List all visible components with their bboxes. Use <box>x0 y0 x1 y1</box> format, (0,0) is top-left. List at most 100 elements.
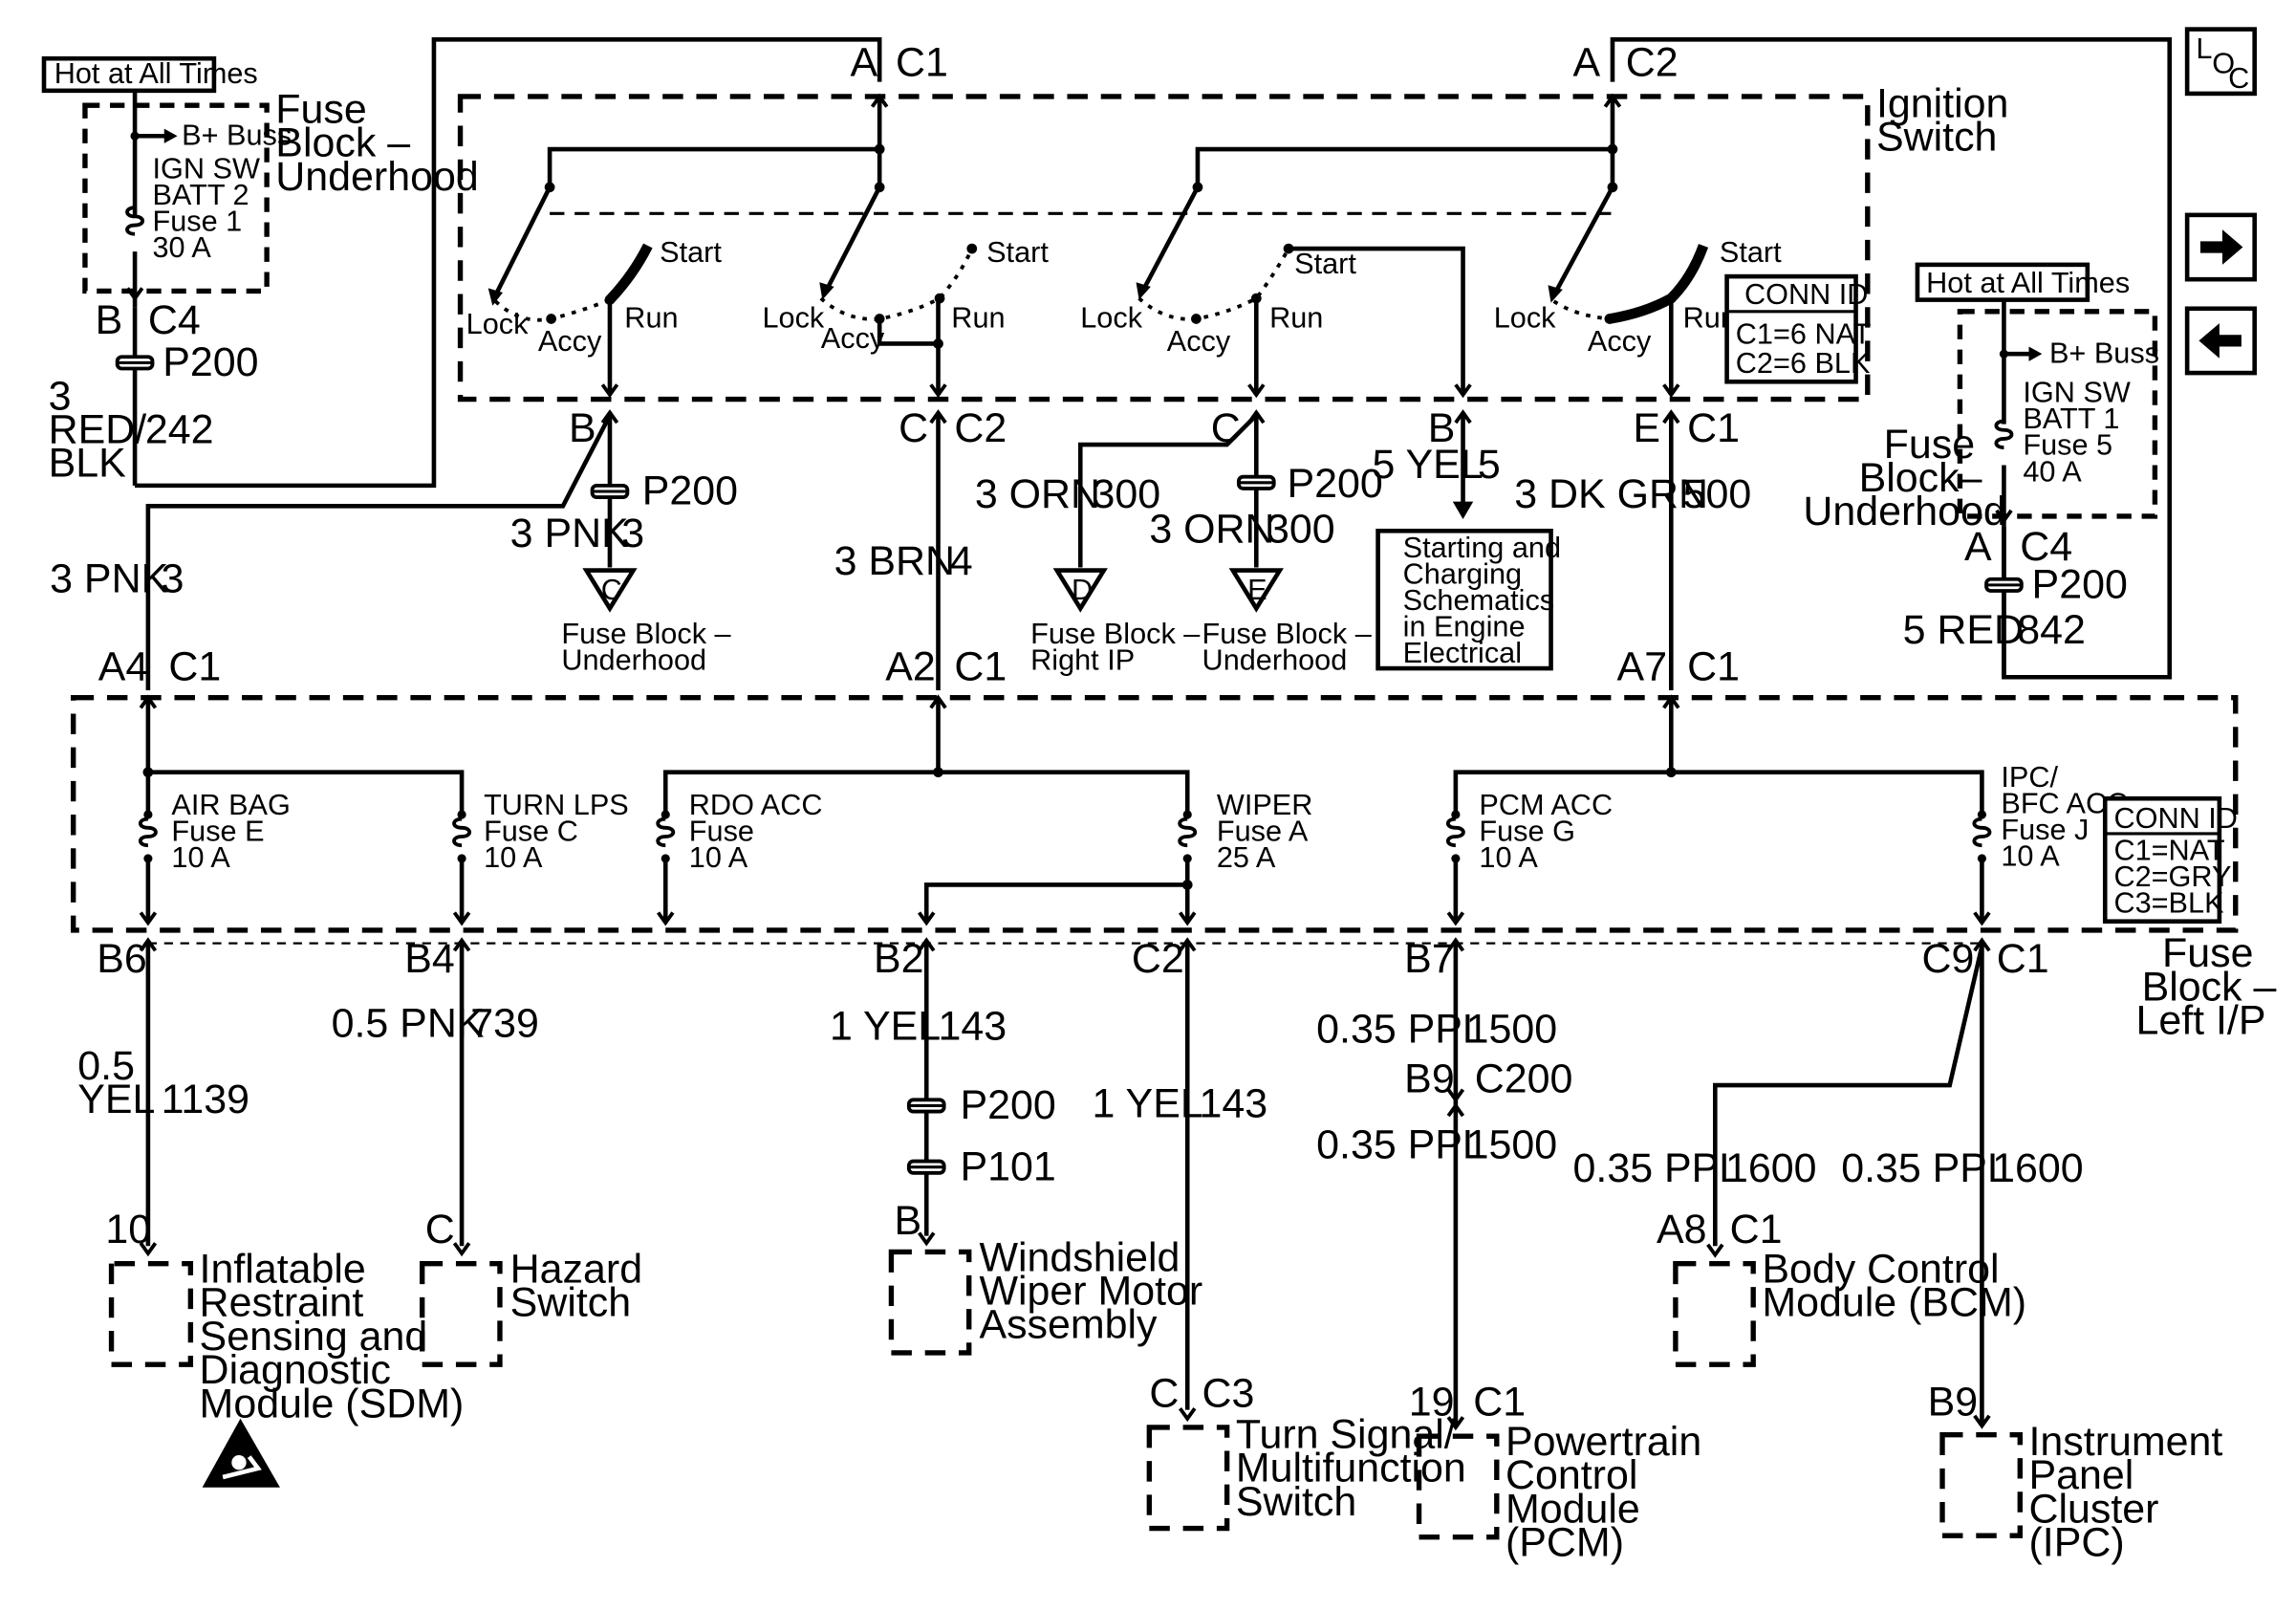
svg-text:CONN ID: CONN ID <box>2113 802 2237 835</box>
svg-text:Fuse Block –: Fuse Block – <box>561 618 731 650</box>
svg-text:B9: B9 <box>1404 1056 1455 1102</box>
svg-text:C2=GRY: C2=GRY <box>2113 860 2231 893</box>
svg-text:1 YEL: 1 YEL <box>1093 1081 1203 1127</box>
svg-text:Fuse J: Fuse J <box>2001 814 2089 846</box>
ignition-switch-box <box>457 94 1871 403</box>
svg-text:3 ORN: 3 ORN <box>1149 507 1274 553</box>
svg-text:1 YEL: 1 YEL <box>830 1004 941 1050</box>
svg-text:C1=NAT: C1=NAT <box>2113 834 2224 866</box>
svg-text:0.35 PPL: 0.35 PPL <box>1573 1145 1743 1191</box>
svg-text:A: A <box>850 40 877 86</box>
previous-page-button[interactable] <box>2184 306 2257 376</box>
svg-text:0.35 PPL: 0.35 PPL <box>1316 1122 1485 1168</box>
fuse-pcm-acc: PCM ACC Fuse G 10 A <box>1445 789 1613 925</box>
svg-text:Switch: Switch <box>1876 115 1997 161</box>
svg-text:1600: 1600 <box>1725 1145 1817 1191</box>
svg-text:Wiper Motor: Wiper Motor <box>979 1269 1202 1315</box>
svg-text:0.35 PPL: 0.35 PPL <box>1316 1007 1485 1053</box>
svg-text:Restraint: Restraint <box>200 1280 364 1326</box>
svg-text:P101: P101 <box>961 1144 1056 1190</box>
svg-text:B2: B2 <box>874 936 924 982</box>
svg-text:L: L <box>2196 33 2212 65</box>
svg-text:Powertrain: Powertrain <box>1505 1419 1701 1465</box>
svg-text:(IPC): (IPC) <box>2029 1520 2125 1566</box>
svg-text:Fuse G: Fuse G <box>1479 816 1575 848</box>
svg-text:C1: C1 <box>1687 643 1740 689</box>
svg-text:1500: 1500 <box>1466 1122 1558 1168</box>
svg-text:3: 3 <box>621 511 644 556</box>
svg-text:300: 300 <box>1267 507 1335 553</box>
svg-text:Module: Module <box>1505 1486 1640 1532</box>
svg-text:RDO ACC: RDO ACC <box>689 789 823 821</box>
svg-text:5: 5 <box>1478 442 1501 488</box>
svg-text:10 A: 10 A <box>171 841 230 874</box>
svg-text:Fuse C: Fuse C <box>484 816 578 848</box>
svg-text:C200: C200 <box>1475 1056 1573 1102</box>
svg-text:C2: C2 <box>1626 40 1679 86</box>
svg-text:Starting and: Starting and <box>1403 532 1561 564</box>
arrow-right-icon <box>2199 229 2243 265</box>
body-control-module: Body Control Module (BCM) <box>1673 1247 2026 1367</box>
svg-text:Fuse E: Fuse E <box>171 816 264 848</box>
fuse-block-underhood-left: Hot at All Times B+ Buss IGN SW BATT 2 F… <box>41 55 479 308</box>
svg-text:Fuse Block –: Fuse Block – <box>1202 618 1373 650</box>
svg-text:Block –: Block – <box>2142 964 2277 1010</box>
svg-text:10 A: 10 A <box>484 841 543 874</box>
svg-text:B: B <box>569 405 596 451</box>
svg-text:Module (SDM): Module (SDM) <box>200 1381 465 1426</box>
svg-text:300: 300 <box>1093 471 1161 517</box>
svg-text:Control: Control <box>1505 1452 1637 1498</box>
svg-text:WIPER: WIPER <box>1217 789 1313 821</box>
svg-text:Fuse: Fuse <box>1884 422 1975 468</box>
svg-text:E: E <box>1633 405 1660 451</box>
svg-text:AIR BAG: AIR BAG <box>171 789 290 821</box>
svg-text:C9: C9 <box>1922 936 1975 982</box>
svg-text:Start: Start <box>660 236 722 269</box>
svg-text:Start: Start <box>986 236 1049 269</box>
starting-charging-ref: Starting and Charging Schematics in Engi… <box>1375 528 1561 671</box>
svg-text:Fuse 1: Fuse 1 <box>152 206 242 238</box>
svg-text:Lock: Lock <box>762 302 824 335</box>
svg-text:Body Control: Body Control <box>1762 1247 1999 1293</box>
svg-text:1500: 1500 <box>1466 1007 1558 1053</box>
svg-text:C2: C2 <box>1132 936 1184 982</box>
svg-text:1600: 1600 <box>1992 1145 2084 1191</box>
svg-text:3 ORN: 3 ORN <box>975 471 1100 517</box>
ignition-conn-id: CONN ID C1=6 NAT C2=6 BLK <box>1724 273 1872 384</box>
svg-text:Accy: Accy <box>821 322 885 355</box>
svg-text:C: C <box>425 1207 455 1252</box>
svg-text:Accy: Accy <box>538 325 602 358</box>
svg-text:BATT 2: BATT 2 <box>152 179 249 211</box>
svg-text:3 DK GRN: 3 DK GRN <box>1514 471 1708 517</box>
svg-text:Run: Run <box>1269 302 1323 335</box>
loc-button[interactable]: L O C <box>2184 27 2257 97</box>
svg-text:Run: Run <box>951 302 1005 335</box>
svg-text:Underhood: Underhood <box>1803 489 2005 534</box>
svg-text:0.5 PNK: 0.5 PNK <box>332 1001 485 1047</box>
svg-text:Switch: Switch <box>1236 1479 1356 1525</box>
svg-text:3 BRN: 3 BRN <box>834 538 955 584</box>
next-page-button[interactable] <box>2184 212 2257 282</box>
svg-text:0.5: 0.5 <box>77 1043 135 1089</box>
svg-text:4: 4 <box>950 538 973 584</box>
svg-text:143: 143 <box>939 1004 1007 1050</box>
svg-text:P200: P200 <box>162 339 258 385</box>
svg-text:Left I/P: Left I/P <box>2135 998 2265 1044</box>
svg-text:10 A: 10 A <box>689 841 748 874</box>
svg-text:19: 19 <box>1409 1380 1455 1426</box>
svg-text:10 A: 10 A <box>2001 840 2060 873</box>
svg-text:Underhood: Underhood <box>561 644 706 677</box>
sdm-module: Inflatable Restraint Sensing and Diagnos… <box>108 1247 465 1426</box>
svg-text:Switch: Switch <box>510 1280 631 1326</box>
svg-text:C1: C1 <box>168 643 221 689</box>
svg-text:C2: C2 <box>954 405 1007 451</box>
svg-text:Inflatable: Inflatable <box>200 1247 366 1293</box>
fuse-wiper: WIPER Fuse A 25 A <box>917 789 1313 925</box>
svg-text:5 YEL: 5 YEL <box>1372 442 1483 488</box>
fuse-block-left-ip <box>70 694 2239 933</box>
svg-text:0.35 PPL: 0.35 PPL <box>1841 1145 2010 1191</box>
svg-text:B6: B6 <box>97 936 147 982</box>
svg-text:Lock: Lock <box>1494 302 1556 335</box>
svg-text:Ignition: Ignition <box>1876 80 2008 126</box>
